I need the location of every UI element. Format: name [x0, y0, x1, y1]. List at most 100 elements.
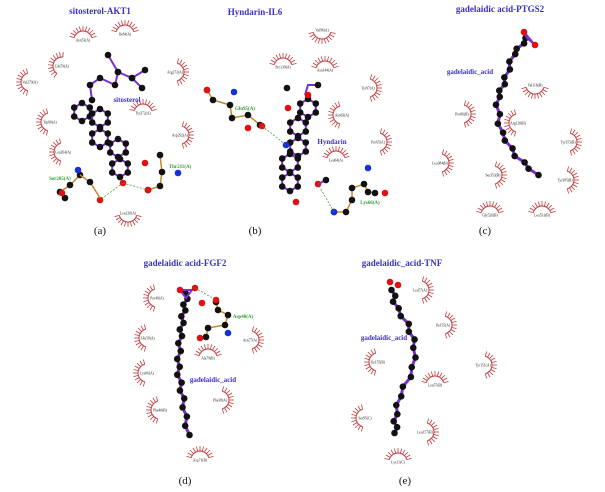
hydrophobic-contact-icon	[133, 359, 146, 387]
contact-arc	[315, 60, 335, 68]
contact-spoke	[424, 297, 428, 303]
contact-spoke	[463, 100, 467, 106]
atom	[104, 130, 112, 137]
residue-label: Tyr385(B)	[557, 179, 573, 183]
atom	[88, 139, 96, 146]
contact-spoke	[351, 419, 357, 423]
contact-spoke	[221, 408, 225, 414]
contact-spoke	[360, 404, 364, 410]
hydrophobic-contact-icon	[308, 31, 336, 44]
contact-spoke	[428, 285, 434, 289]
residue-label: Phe40(B)	[153, 409, 168, 413]
hydrophobic-contact-icon	[441, 149, 454, 177]
contact-spoke	[426, 418, 430, 424]
contact-spoke	[421, 276, 425, 282]
contact-spoke	[51, 71, 56, 76]
contact-arc	[567, 170, 575, 190]
contact-spoke	[317, 57, 321, 63]
contact-arc	[445, 315, 453, 335]
contact-spoke	[574, 131, 579, 136]
contact-spoke	[130, 105, 136, 109]
contact-spoke	[204, 447, 208, 453]
contact-spoke	[188, 130, 194, 134]
contact-spoke	[504, 118, 510, 122]
atom	[122, 149, 130, 156]
contact-spoke	[22, 89, 26, 95]
contact-spoke	[573, 175, 579, 179]
atom	[180, 319, 187, 327]
atom	[88, 119, 96, 126]
contact-spoke	[126, 20, 130, 26]
hydrophobic-contact-icon	[421, 371, 449, 384]
contact-spoke	[140, 345, 144, 351]
contact-spoke	[329, 34, 335, 38]
contact-spoke	[487, 372, 491, 378]
contact-arc	[525, 87, 545, 95]
contact-spoke	[496, 204, 501, 209]
atom	[226, 101, 234, 109]
contact-spoke	[541, 91, 546, 96]
atom	[176, 387, 184, 394]
residue-label: Val96(A)	[315, 29, 329, 33]
contact-arc	[355, 408, 363, 428]
hbond-residue-label: Asp48(A)	[233, 315, 254, 320]
contact-spoke	[135, 100, 139, 106]
atom	[228, 114, 236, 122]
contact-spoke	[573, 181, 579, 185]
contact-spoke	[501, 170, 507, 174]
atom	[278, 174, 286, 181]
hydrogen-bond	[261, 125, 287, 146]
bond	[147, 154, 163, 191]
contact-spoke	[370, 349, 374, 355]
ligand-label: gadelaidic_acid	[190, 376, 236, 384]
hydrophobic-contact-icon	[143, 284, 156, 312]
contact-spoke	[146, 405, 152, 409]
contact-spoke	[270, 59, 276, 63]
atom	[405, 328, 413, 335]
residue-label: Val270(A)	[22, 81, 38, 85]
contact-spoke	[379, 128, 383, 134]
atom	[106, 149, 114, 156]
residue-label: Arg120(B)	[510, 122, 527, 126]
atom	[88, 110, 96, 117]
contact-arc	[198, 348, 218, 356]
contact-spoke	[22, 69, 26, 75]
contact-spoke	[39, 128, 44, 133]
contact-spoke	[337, 146, 341, 152]
hydrophobic-contact-icon	[328, 101, 341, 129]
contact-spoke	[147, 402, 153, 406]
panel-caption: (d)	[179, 475, 192, 487]
contact-spoke	[548, 204, 553, 209]
atom	[177, 347, 185, 355]
atom	[302, 128, 310, 135]
atom	[496, 110, 504, 118]
contact-arc	[370, 78, 378, 98]
atom	[96, 74, 104, 82]
residue-label: Leu531(B)	[534, 214, 551, 218]
contact-spoke	[215, 350, 221, 354]
contact-spoke	[546, 202, 550, 208]
hydrophobic-contact-icon	[379, 128, 392, 156]
hydrophobic-contact-icon	[369, 74, 382, 102]
contact-spoke	[482, 202, 486, 208]
contact-spoke	[402, 449, 406, 455]
panel-title: gadelaidic acid-PTGS2	[456, 4, 545, 14]
contact-spoke	[574, 148, 579, 153]
contact-spoke	[332, 62, 338, 66]
panel-a: Asn53(A)Ile84(A)Gln79(A)Val270(A)Trp80(A…	[16, 6, 194, 237]
contact-spoke	[484, 373, 488, 379]
contact-spoke	[429, 439, 433, 445]
atom	[116, 155, 124, 163]
contact-spoke	[463, 122, 467, 128]
hydrophobic-contact-icon	[221, 386, 234, 414]
contact-spoke	[117, 21, 121, 27]
contact-spoke	[50, 57, 55, 62]
contact-spoke	[333, 65, 339, 69]
contact-spoke	[365, 366, 371, 370]
bond	[79, 174, 101, 199]
contact-spoke	[569, 150, 573, 156]
hydrophobic-contact-icon	[494, 161, 507, 189]
contact-spoke	[385, 146, 391, 150]
residue-label: Asn53(A)	[76, 39, 91, 43]
contact-spoke	[136, 379, 141, 384]
